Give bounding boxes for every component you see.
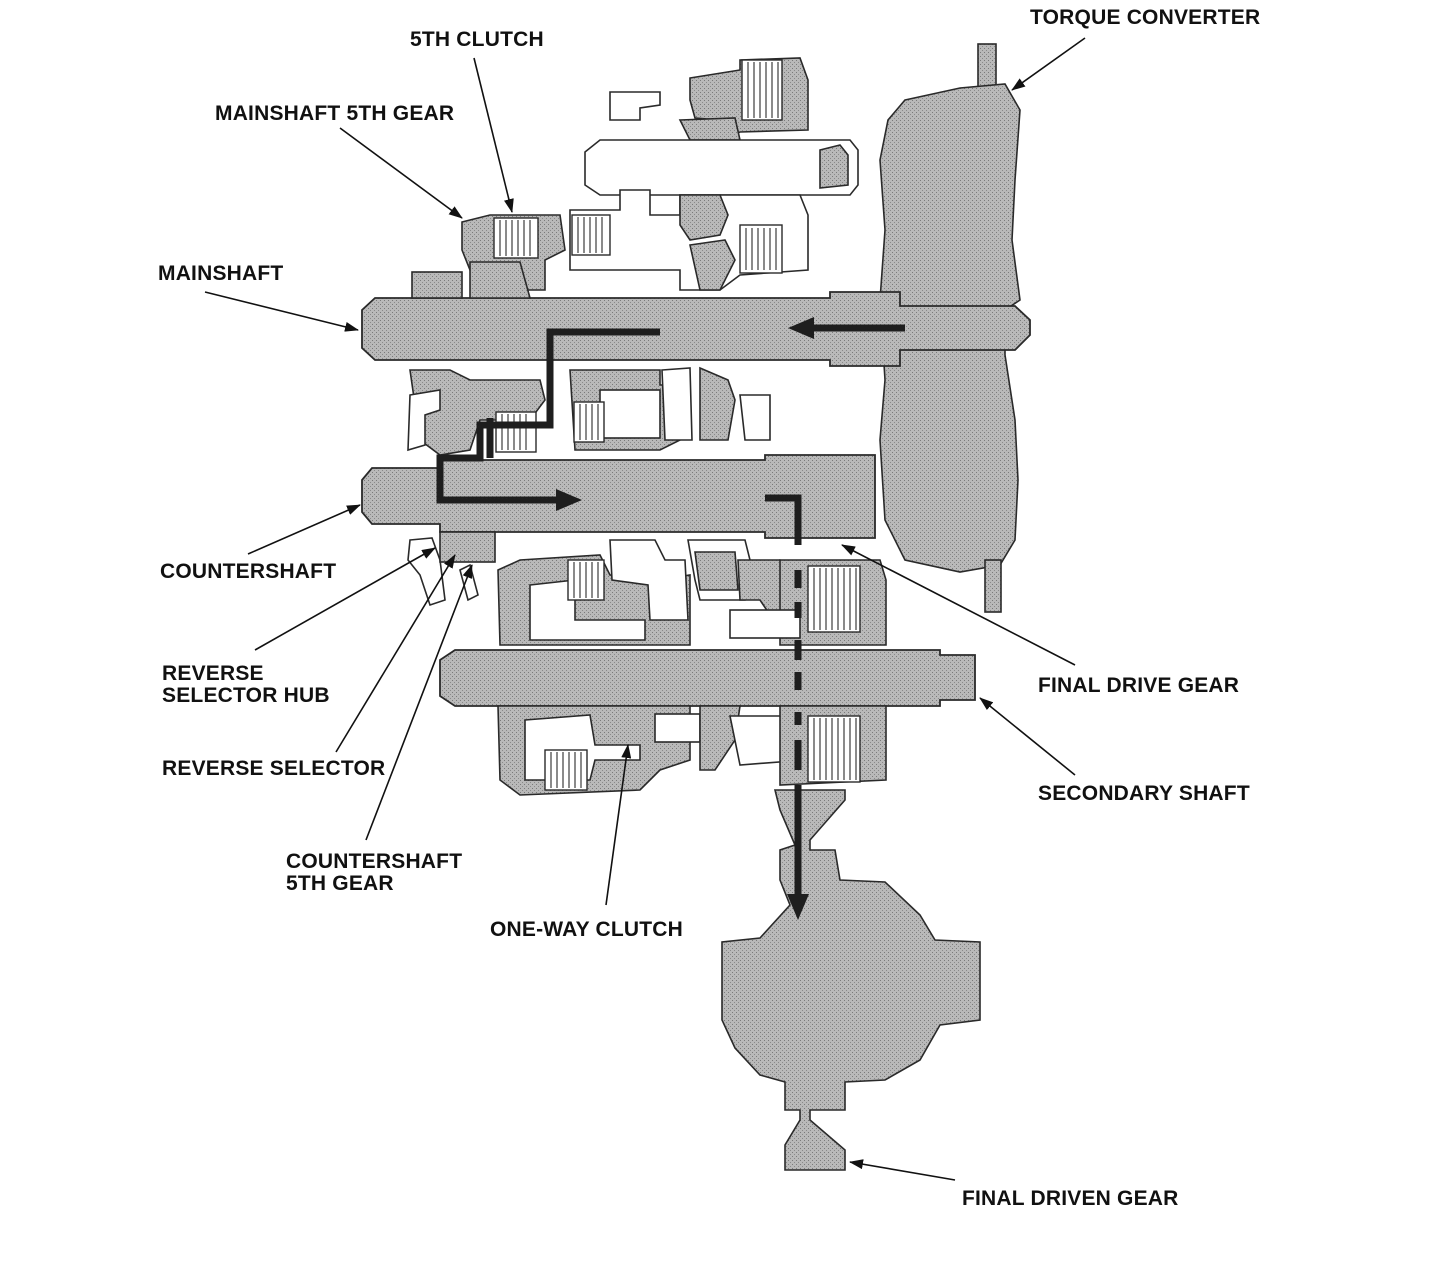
second-clutch-plates	[577, 217, 603, 253]
leader-torque-converter	[1011, 37, 1086, 91]
leader-mainshaft-5th-gear	[339, 127, 463, 219]
lower-left-clutch-plates	[573, 562, 599, 598]
lower-gear-pack	[497, 539, 887, 646]
label-countershaft-5th-gear-line1: COUNTERSHAFT	[286, 850, 462, 873]
middle-gear-pack	[407, 366, 771, 456]
leader-lines	[204, 37, 1086, 1181]
differential-assembly	[721, 789, 981, 1171]
label-countershaft-5th-gear-line2: 5TH GEAR	[286, 872, 394, 895]
leader-mainshaft	[204, 291, 359, 332]
fifth-clutch-plates	[499, 220, 531, 256]
label-countershaft: COUNTERSHAFT	[160, 560, 336, 583]
label-mainshaft: MAINSHAFT	[158, 262, 283, 285]
leader-reverse-selector-hub	[254, 547, 436, 651]
secondary-shaft-body	[439, 649, 976, 707]
middle-clutch-plates	[579, 404, 599, 440]
bottom-left-clutch-plates	[550, 752, 582, 788]
label-final-drive-gear: FINAL DRIVE GEAR	[1038, 674, 1239, 697]
label-one-way-clutch: ONE-WAY CLUTCH	[490, 918, 683, 941]
bottom-right-clutch-plates	[813, 718, 857, 780]
leader-secondary-shaft	[979, 697, 1076, 776]
power-flow-path	[436, 317, 905, 920]
label-reverse-selector: REVERSE SELECTOR	[162, 757, 385, 780]
label-fifth-clutch: 5TH CLUTCH	[410, 28, 544, 51]
label-reverse-selector-hub-line2: SELECTOR HUB	[162, 684, 330, 707]
leader-reverse-selector	[335, 554, 456, 753]
leader-final-driven-gear	[849, 1159, 956, 1181]
leader-countershaft	[247, 504, 361, 555]
leader-final-drive-gear	[841, 544, 1076, 666]
lower-middle-clutch-plates	[501, 414, 527, 450]
reverse-selector-parts	[407, 531, 496, 607]
clutch-plates-top	[747, 62, 779, 118]
upper-gear-pack	[411, 57, 859, 299]
leader-one-way-clutch	[605, 744, 632, 906]
label-torque-converter: TORQUE CONVERTER	[1030, 6, 1260, 29]
label-secondary-shaft: SECONDARY SHAFT	[1038, 782, 1250, 805]
callout-labels: TORQUE CONVERTER 5TH CLUTCH MAINSHAFT 5T…	[158, 6, 1260, 1210]
mainshaft-body	[361, 291, 1031, 367]
label-final-driven-gear: FINAL DRIVEN GEAR	[962, 1187, 1179, 1210]
lower-right-clutch-plates	[813, 568, 857, 630]
label-mainshaft-5th-gear: MAINSHAFT 5TH GEAR	[215, 102, 454, 125]
clutch-plates-mid	[745, 228, 777, 270]
leader-countershaft-5th-gear	[365, 564, 473, 841]
bottom-gear-pack	[497, 705, 887, 796]
leader-fifth-clutch	[473, 57, 514, 213]
label-reverse-selector-hub-line1: REVERSE	[162, 662, 264, 685]
